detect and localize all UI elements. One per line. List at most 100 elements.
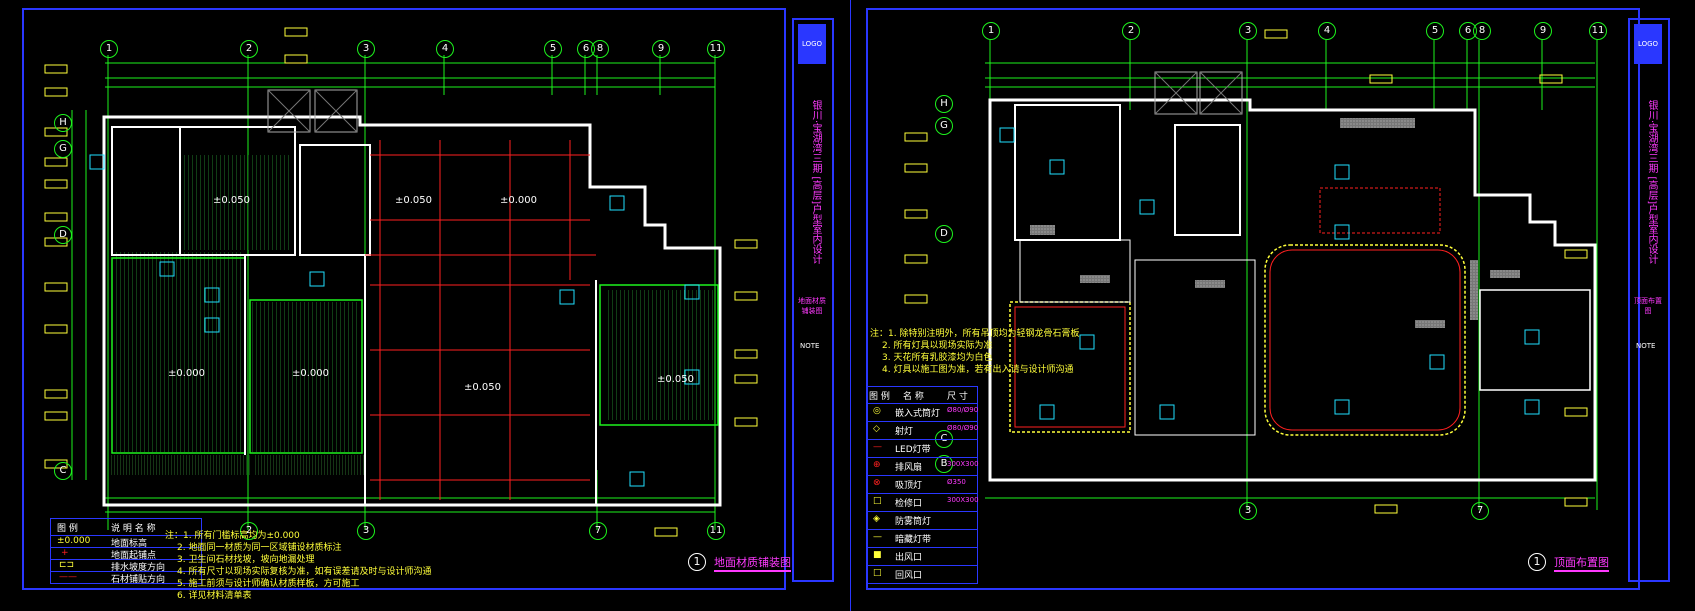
legend-header-cell: 说 明 名 称 xyxy=(111,524,156,534)
left-legend-table: 图 例 说 明 名 称 ±0.000 地面标高 + 地面起铺点 ⊏⊐ 排水坡度方… xyxy=(50,518,202,585)
axis-bubble: D xyxy=(54,226,72,244)
legend-header-row: 图 例 名 称 尺 寸 xyxy=(867,387,977,404)
note-line: 3. 卫生间石材找坡，坡向地漏处理 xyxy=(177,555,315,565)
title-project-left: 银川·宝湖湾三期 [高层]户型室内设计 xyxy=(810,100,821,265)
legend-name: 排水坡度方向 xyxy=(111,563,166,573)
left-notes: 注：1. 所有门槛标高均为±0.000 2. 地面同一材质为同一区域铺设材质标注… xyxy=(165,530,431,602)
note-line: 2. 所有灯具以现场实际为准 xyxy=(882,341,993,351)
legend-symbol: □ xyxy=(873,568,882,578)
elevation-label: ±0.050 xyxy=(657,374,695,385)
legend-row: ⊕ 排风扇 300X300 xyxy=(867,458,979,476)
legend-size: 300X300 xyxy=(947,496,979,504)
axis-bubble: C xyxy=(54,462,72,480)
drawing-title: 顶面布置图 xyxy=(1554,554,1609,572)
elevation-label: ±0.000 xyxy=(500,195,538,206)
legend-name: 地面起铺点 xyxy=(111,551,157,561)
legend-symbol: □ xyxy=(873,496,882,506)
elevation-label: ±0.050 xyxy=(395,195,433,206)
page-edge-line xyxy=(850,0,851,611)
legend-name: 排风扇 xyxy=(895,463,923,473)
axis-bubble: 5 xyxy=(544,40,562,58)
axis-bubble: 11 xyxy=(707,40,725,58)
note-line: 5. 施工前须与设计师确认材质样板，方可施工 xyxy=(177,579,360,589)
legend-row: ⊗ 吸顶灯 Ø350 xyxy=(867,476,977,494)
axis-bubble: 2 xyxy=(1122,22,1140,40)
axis-bubble: 3 xyxy=(357,522,375,540)
right-title-block xyxy=(1628,18,1670,582)
legend-symbol: ■ xyxy=(873,550,882,560)
legend-row: — 暗藏灯带 xyxy=(867,530,977,548)
axis-bubble: 1 xyxy=(982,22,1000,40)
left-plan xyxy=(44,27,758,537)
elevation-label: ±0.000 xyxy=(168,368,206,379)
axis-bubble: 11 xyxy=(707,522,725,540)
legend-name: LED灯带 xyxy=(895,445,931,455)
legend-size: Ø80/Ø90 xyxy=(947,406,979,414)
legend-row: □ 检修口 300X300 xyxy=(867,494,979,512)
left-sheet-frame xyxy=(22,8,786,590)
right-plan xyxy=(904,29,1598,514)
legend-name: 吸顶灯 xyxy=(895,481,923,491)
axis-bubble: 8 xyxy=(591,40,609,58)
axis-bubble: G xyxy=(54,140,72,158)
title-note-header-left: NOTE xyxy=(800,342,820,350)
axis-bubble: H xyxy=(54,114,72,132)
axis-bubble: 3 xyxy=(357,40,375,58)
axis-bubble: 9 xyxy=(652,40,670,58)
drawing-number: 1 xyxy=(1528,553,1546,571)
note-line: 4. 灯具以施工图为准，若有出入请与设计师沟通 xyxy=(882,365,1074,375)
axis-bubble: 4 xyxy=(436,40,454,58)
elevation-label: ±0.050 xyxy=(213,195,251,206)
legend-header-cell: 名 称 xyxy=(903,392,924,402)
legend-row: + 地面起铺点 xyxy=(51,548,201,561)
legend-name: 地面标高 xyxy=(111,539,148,549)
drawing-title: 地面材质铺装图 xyxy=(714,554,791,572)
note-line: 4. 所有尺寸以现场实际复核为准，如有误差请及时与设计师沟通 xyxy=(177,567,432,577)
legend-symbol: ⊏⊐ xyxy=(59,560,75,570)
legend-size: Ø350 xyxy=(947,478,966,486)
legend-symbol: ⊗ xyxy=(873,478,881,488)
right-notes: 注：1. 除特别注明外，所有吊顶均为轻钢龙骨石膏板 2. 所有灯具以现场实际为准… xyxy=(870,328,1079,376)
note-line: 3. 天花所有乳胶漆均为白色 xyxy=(882,353,993,363)
legend-symbol: ◇ xyxy=(873,424,880,434)
legend-row: ⊏⊐ 排水坡度方向 xyxy=(51,560,201,573)
elevation-label: ±0.000 xyxy=(292,368,330,379)
legend-row: ◈ 防雾筒灯 xyxy=(867,512,977,530)
legend-name: 出风口 xyxy=(895,553,923,563)
legend-name: 射灯 xyxy=(895,427,914,437)
legend-symbol: —— xyxy=(59,572,77,582)
legend-symbol: + xyxy=(61,548,69,558)
legend-row: —— 石材铺贴方向 xyxy=(51,572,201,585)
legend-name: 防雾筒灯 xyxy=(895,517,932,527)
legend-symbol: ⊕ xyxy=(873,460,881,470)
legend-symbol: — xyxy=(873,532,882,542)
legend-row: □ 回风口 xyxy=(867,566,977,583)
title-project-right: 银川·宝湖湾三期 [高层]户型室内设计 xyxy=(1646,100,1657,265)
note-line: 注：1. 所有门槛标高均为±0.000 xyxy=(165,531,300,541)
legend-row: ■ 出风口 xyxy=(867,548,977,566)
legend-symbol: — xyxy=(873,442,882,452)
axis-bubble: D xyxy=(935,225,953,243)
axis-bubble: 3 xyxy=(1239,502,1257,520)
axis-bubble: G xyxy=(935,117,953,135)
note-line: 2. 地面同一材质为同一区域铺设材质标注 xyxy=(177,543,342,553)
legend-header-cell: 图 例 xyxy=(57,524,78,534)
legend-symbol: ◈ xyxy=(873,514,880,524)
legend-header-cell: 图 例 xyxy=(869,392,890,402)
legend-name: 回风口 xyxy=(895,571,923,581)
legend-header-cell: 尺 寸 xyxy=(947,392,968,402)
drawing-number: 1 xyxy=(688,553,706,571)
left-title-block xyxy=(792,18,834,582)
axis-bubble: 11 xyxy=(1589,22,1607,40)
legend-row: ±0.000 地面标高 xyxy=(51,536,201,549)
title-logo-left: LOGO xyxy=(798,24,826,64)
legend-name: 暗藏灯带 xyxy=(895,535,932,545)
note-line: 注：1. 除特别注明外，所有吊顶均为轻钢龙骨石膏板 xyxy=(870,329,1080,339)
axis-bubble: 3 xyxy=(1239,22,1257,40)
legend-name: 石材铺贴方向 xyxy=(111,575,166,585)
axis-bubble: 5 xyxy=(1426,22,1444,40)
axis-bubble: 2 xyxy=(240,522,258,540)
axis-bubble: 7 xyxy=(1471,502,1489,520)
axis-bubble: 2 xyxy=(240,40,258,58)
